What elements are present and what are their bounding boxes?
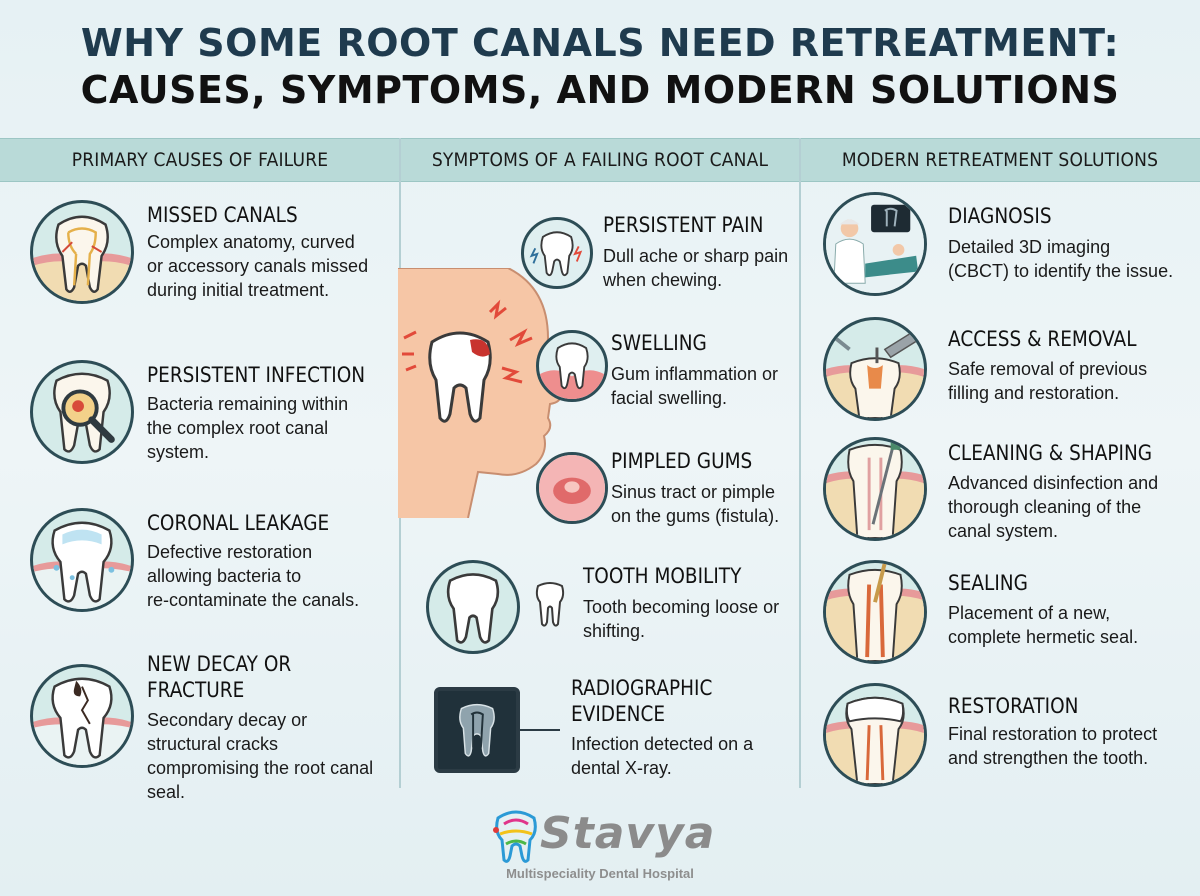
cause-desc-new-decay: Secondary decay or structural cracks com… <box>147 710 374 802</box>
solution-desc-cleaning-shaping: Advanced disinfection and thorough clean… <box>948 473 1159 541</box>
symptom-title-swelling: SWELLING <box>611 331 707 355</box>
crown-tooth-icon <box>823 683 927 787</box>
solution-desc-restoration: Final restoration to protect and strengt… <box>948 724 1158 768</box>
solution-title-access-removal: ACCESS & REMOVAL <box>948 327 1137 351</box>
cause-desc-missed-canals: Complex anatomy, curved or accessory can… <box>147 232 369 300</box>
causes-heading: PRIMARY CAUSES OF FAILURE <box>71 149 329 171</box>
symptom-title-radiographic: RADIOGRAPHIC EVIDENCE <box>571 676 713 726</box>
cause-title-missed-canals: MISSED CANALS <box>147 203 298 227</box>
cause-desc-persistent-infection: Bacteria remaining within the complex ro… <box>147 394 349 462</box>
page-title: WHY SOME ROOT CANALS NEED RETREATMENT: C… <box>0 22 1200 111</box>
symptom-desc-pimpled-gums: Sinus tract or pimple on the gums (fistu… <box>611 482 780 526</box>
solution-desc-diagnosis: Detailed 3D imaging (CBCT) to identify t… <box>948 237 1174 281</box>
gum-pimple-icon <box>536 452 608 524</box>
symptom-desc-swelling: Gum inflammation or facial swelling. <box>611 364 779 408</box>
swollen-gum-icon <box>536 330 608 402</box>
cause-title-new-decay: NEW DECAY OR FRACTURE <box>147 652 292 702</box>
symptom-desc-radiographic: Infection detected on a dental X-ray. <box>571 734 754 778</box>
solution-title-cleaning-shaping: CLEANING & SHAPING <box>948 441 1153 465</box>
solution-title-sealing: SEALING <box>948 571 1028 595</box>
tooth-logo-icon <box>493 810 537 863</box>
cause-title-coronal-leakage: CORONAL LEAKAGE <box>147 511 330 535</box>
symptom-title-tooth-mobility: TOOTH MOBILITY <box>583 564 742 588</box>
xray-connector <box>520 729 560 731</box>
cause-title-persistent-infection: PERSISTENT INFECTION <box>147 363 366 387</box>
loose-tooth-icon <box>426 560 520 654</box>
xray-icon <box>434 687 520 773</box>
small-tooth-icon <box>535 582 565 627</box>
logo-subtitle: Multispeciality Dental Hospital <box>506 866 694 881</box>
title-line-2: CAUSES, SYMPTOMS, AND MODERN SOLUTIONS <box>80 67 1120 112</box>
cracked-tooth-icon <box>30 664 134 768</box>
magnifier-tooth-icon <box>30 360 134 464</box>
title-line-1: WHY SOME ROOT CANALS NEED RETREATMENT: <box>80 21 1120 65</box>
file-tooth-icon <box>823 437 927 541</box>
leaking-tooth-icon <box>30 508 134 612</box>
solution-desc-access-removal: Safe removal of previous filling and res… <box>948 359 1148 403</box>
symptom-desc-tooth-mobility: Tooth becoming loose or shifting. <box>583 597 780 641</box>
seal-tooth-icon <box>823 560 927 664</box>
dentist-scan-icon <box>823 192 927 296</box>
solution-title-diagnosis: DIAGNOSIS <box>948 204 1052 228</box>
hospital-logo: Stavya Multispeciality Dental Hospital <box>462 800 738 890</box>
solution-title-restoration: RESTORATION <box>948 694 1079 718</box>
pain-tooth-icon <box>521 217 593 289</box>
symptom-title-pimpled-gums: PIMPLED GUMS <box>611 449 753 473</box>
drill-tooth-icon <box>823 317 927 421</box>
cause-desc-coronal-leakage: Defective restoration allowing bacteria … <box>147 542 360 610</box>
column-divider-right <box>799 138 801 788</box>
column-header-band <box>0 138 1200 182</box>
symptom-title-persistent-pain: PERSISTENT PAIN <box>603 213 764 237</box>
solutions-heading: MODERN RETREATMENT SOLUTIONS <box>841 149 1159 171</box>
symptom-desc-persistent-pain: Dull ache or sharp pain when chewing. <box>603 246 789 290</box>
logo-name: Stavya <box>540 808 716 859</box>
solution-desc-sealing: Placement of a new, complete hermetic se… <box>948 603 1139 647</box>
tooth-canals-icon <box>30 200 134 304</box>
face-profile-illustration <box>398 267 598 519</box>
symptoms-heading: SYMPTOMS OF A FAILING ROOT CANAL <box>431 149 769 171</box>
